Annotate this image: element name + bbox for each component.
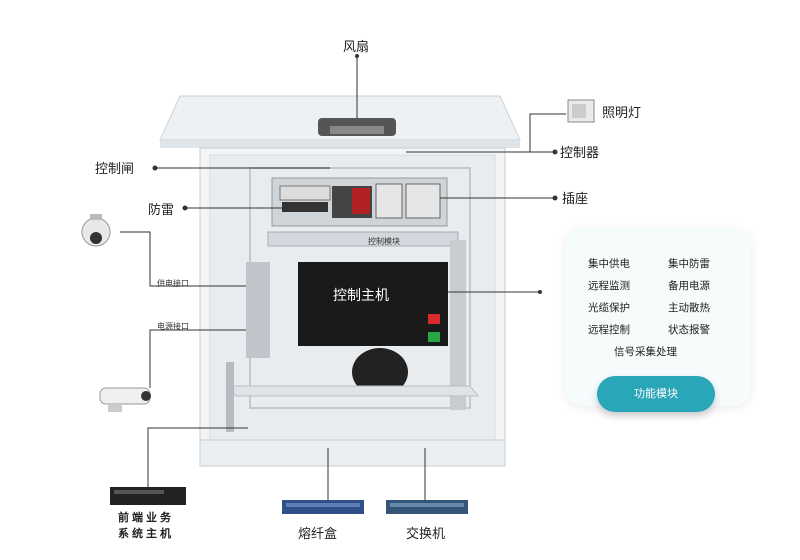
fiber-box-label: 熔纤盒 <box>298 527 338 542</box>
fan-label: 风扇 <box>343 40 370 55</box>
control-module-label: 控制模块 <box>368 237 400 246</box>
feature-item: 远程控制 <box>588 324 630 336</box>
feature-item: 集中供电 <box>588 258 630 270</box>
control-switch-label: 控制闸 <box>95 162 135 177</box>
light-label: 照明灯 <box>602 106 642 121</box>
feature-item: 远程监测 <box>588 280 630 292</box>
feature-item: 光缆保护 <box>588 302 630 314</box>
feature-item: 信号采集处理 <box>614 346 677 358</box>
feature-item: 备用电源 <box>668 280 710 292</box>
power-interface-label: 电源接口 <box>157 322 189 331</box>
feature-item: 状态报警 <box>668 324 710 336</box>
lightning-protection-label: 防雷 <box>148 203 175 218</box>
front-host-label: 前端业务 系统主机 <box>118 511 174 540</box>
switch-label: 交换机 <box>406 527 446 542</box>
socket-label: 插座 <box>562 192 589 207</box>
feature-item: 主动散热 <box>668 302 710 314</box>
power-port-label: 供电接口 <box>157 279 189 288</box>
function-module-button[interactable]: 功能模块 <box>597 376 715 412</box>
controller-label: 控制器 <box>560 146 600 161</box>
feature-item: 集中防雷 <box>668 258 710 270</box>
control-host-label: 控制主机 <box>333 288 389 304</box>
